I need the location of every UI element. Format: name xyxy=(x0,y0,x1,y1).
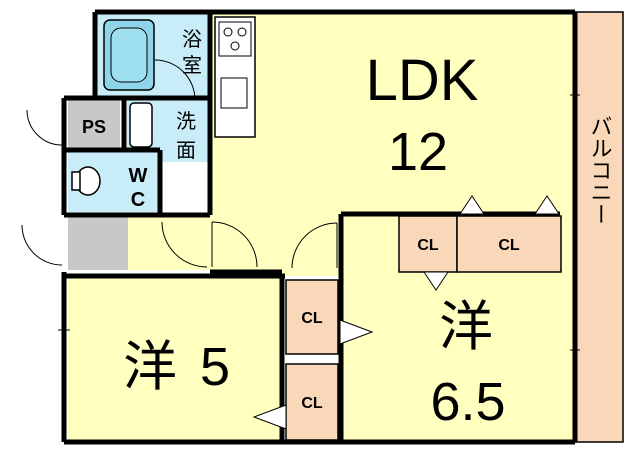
closet-label-1: CL xyxy=(417,237,439,254)
door-swings xyxy=(21,59,338,269)
closet-2 xyxy=(456,215,562,273)
western-right-kanji: 洋 xyxy=(439,295,493,358)
sink xyxy=(220,77,248,109)
washroom-label-2: 面 xyxy=(176,138,196,162)
balcony-area xyxy=(574,11,624,443)
entry-floor xyxy=(128,215,210,270)
western-right-size: 6.5 xyxy=(430,372,505,432)
ps-label: PS xyxy=(82,117,106,137)
sliding-door-marks xyxy=(252,195,560,430)
bathtub-inner xyxy=(110,27,148,83)
burner-icon xyxy=(223,27,233,37)
closet-1 xyxy=(398,215,458,273)
burner-icon xyxy=(230,41,240,51)
toilet-label-1: W xyxy=(129,165,148,187)
window-marks xyxy=(58,94,580,351)
bathroom-label-2: 室 xyxy=(182,53,202,77)
western-room-right-upper xyxy=(343,216,399,276)
closet-label-2: CL xyxy=(498,237,520,254)
western-left-kanji: 洋 xyxy=(123,335,177,398)
western-room-left xyxy=(68,276,280,442)
burner-icon xyxy=(237,27,247,37)
closet-3 xyxy=(285,279,339,355)
closet-label-3: CL xyxy=(301,310,323,327)
closet-label-4: CL xyxy=(301,395,323,412)
toilet-label-2: C xyxy=(131,189,145,211)
ps-area xyxy=(68,98,120,150)
western-left-size: 5 xyxy=(200,337,230,397)
stove xyxy=(218,21,252,57)
ldk-label: LDK xyxy=(366,48,479,113)
bathroom-label-1: 浴 xyxy=(182,27,202,51)
washbasin xyxy=(129,102,153,148)
closet-4 xyxy=(285,363,339,441)
western-room-right xyxy=(343,276,575,442)
walls xyxy=(61,9,578,445)
toilet-tank xyxy=(71,171,81,191)
washroom-label-1: 洗 xyxy=(176,109,196,133)
corridor xyxy=(68,215,128,270)
balcony-label: バルコニー xyxy=(587,115,612,225)
ldk-size: 12 xyxy=(388,122,448,182)
